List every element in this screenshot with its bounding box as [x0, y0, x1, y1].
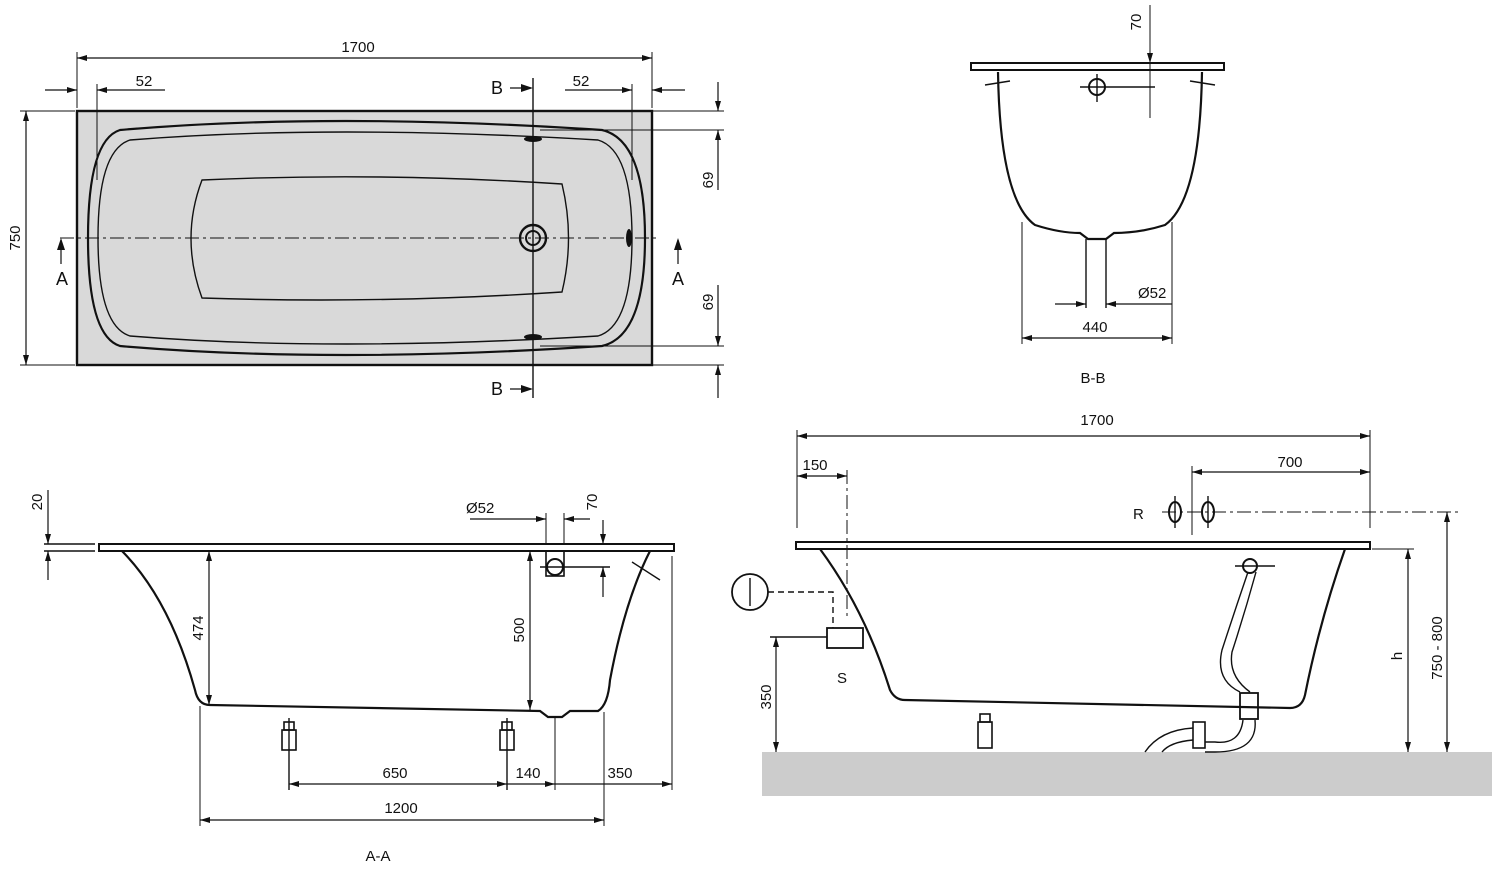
- section-bb-view: 70 Ø52 440 B-B: [970, 5, 1225, 387]
- section-aa-view: 20 Ø52 70 474 500 650: [29, 490, 675, 865]
- aa-foot-right: [499, 718, 515, 790]
- install-tap-label: R: [1133, 506, 1144, 523]
- aa-dim-overflow-height: 500: [511, 617, 528, 642]
- install-supply-label: S: [837, 670, 847, 687]
- install-view: 1700 150 700 R S 350: [731, 412, 1492, 796]
- install-foot: [977, 713, 993, 749]
- supply-box: [826, 627, 864, 649]
- install-dim-supply-height: 350: [758, 684, 775, 709]
- tub-rim-inner: [97, 131, 633, 345]
- dim-length: 1700: [341, 39, 374, 56]
- tub-bottom-outline: [190, 176, 570, 301]
- install-tub-outline: [819, 548, 1347, 710]
- aa-title: A-A: [365, 848, 390, 865]
- install-dim-h: h: [1389, 652, 1406, 660]
- install-dim-length: 1700: [1080, 412, 1113, 429]
- dim-rim-left: 52: [136, 73, 153, 90]
- aa-dim-overflow-diameter: Ø52: [466, 500, 494, 517]
- section-a-left: A: [56, 269, 68, 289]
- aa-dim-bottom-length: 1200: [384, 800, 417, 817]
- aa-dim-overflow-offset: 70: [584, 494, 601, 511]
- section-b-top: B: [491, 78, 503, 98]
- bb-title: B-B: [1080, 370, 1105, 387]
- bb-dim-drain: Ø52: [1138, 285, 1166, 302]
- aa-dim-feet-spacing: 650: [382, 765, 407, 782]
- section-b-bottom: B: [491, 379, 503, 399]
- floor: [762, 752, 1492, 796]
- aa-dim-drain-end: 350: [607, 765, 632, 782]
- aa-dim-rim: 20: [29, 494, 46, 511]
- overflow-icon: [626, 229, 632, 247]
- top-view: 1700 52 52 750 69 69: [7, 39, 724, 399]
- dim-overflow-top: 69: [700, 172, 717, 189]
- dim-overflow-bottom: 69: [700, 294, 717, 311]
- aa-foot-left: [281, 718, 297, 790]
- bb-tub-outline: [996, 71, 1204, 241]
- aa-dim-inner-depth: 474: [190, 615, 207, 640]
- bb-dim-bottom-width: 440: [1082, 319, 1107, 336]
- aa-dim-drain-foot: 140: [515, 765, 540, 782]
- bb-dim-rim-offset: 70: [1128, 14, 1145, 31]
- install-dim-total-height: 750 - 800: [1429, 616, 1446, 679]
- dim-width: 750: [7, 225, 24, 250]
- section-a-right: A: [672, 269, 684, 289]
- install-dim-tap-offset: 700: [1277, 454, 1302, 471]
- install-dim-left-offset: 150: [802, 457, 827, 474]
- dim-rim-right: 52: [573, 73, 590, 90]
- aa-tub-outline: [121, 550, 651, 719]
